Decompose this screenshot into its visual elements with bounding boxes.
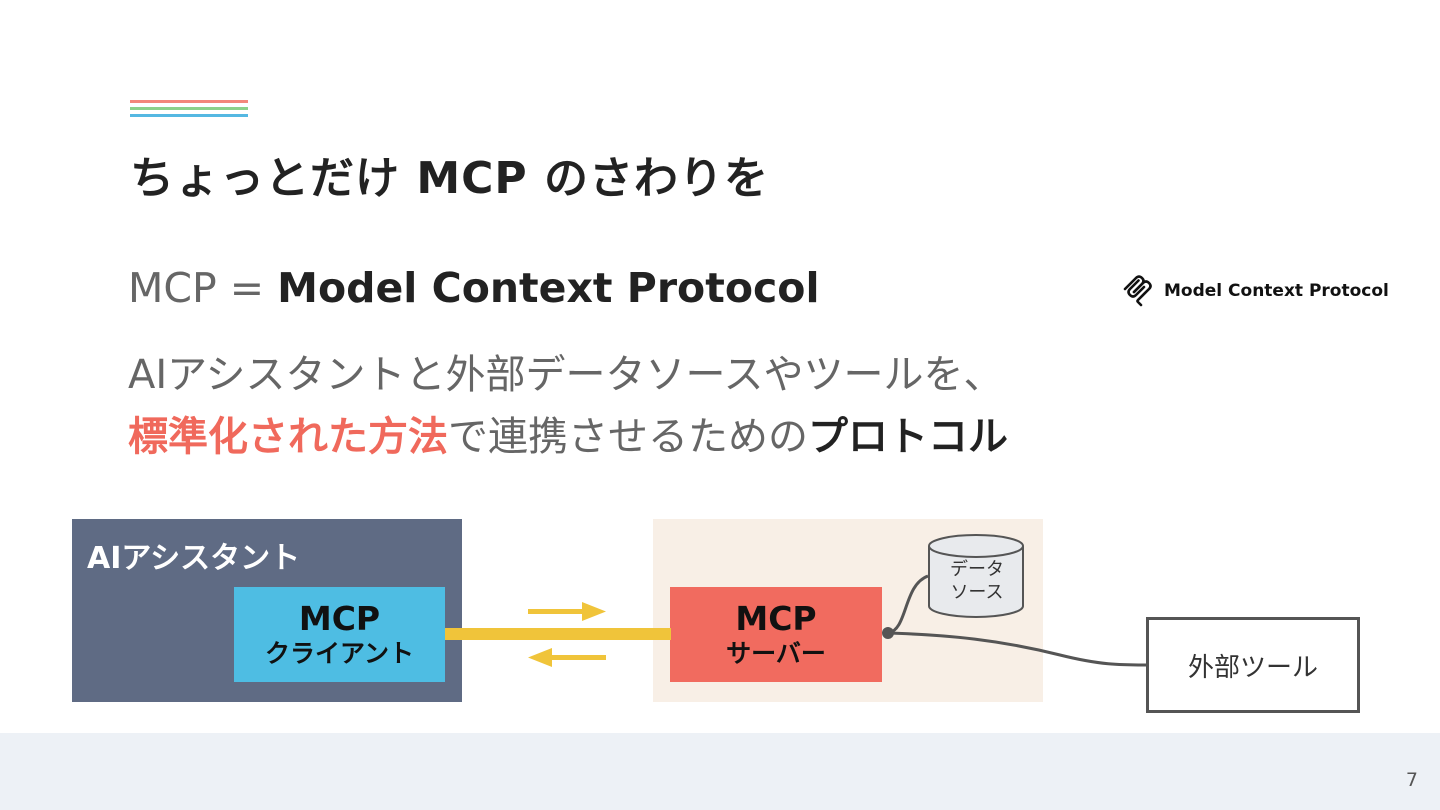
database-icon	[928, 534, 1024, 618]
ai-assistant-label: AIアシスタント	[87, 541, 301, 576]
server-subtitle: サーバー	[726, 638, 826, 668]
highlight-protocol: プロトコル	[808, 414, 1008, 460]
connector-node	[882, 627, 894, 639]
slide-title: ちょっとだけ MCP のさわりを	[130, 153, 769, 204]
server-title: MCP	[735, 598, 817, 638]
definition-name: Model Context Protocol	[277, 264, 820, 312]
definition-prefix: MCP =	[128, 264, 278, 312]
page-number: 7	[1405, 769, 1418, 791]
arrow-left	[528, 648, 606, 667]
client-subtitle: クライアント	[264, 638, 414, 668]
highlight-standardized: 標準化された方法	[128, 414, 448, 460]
connector-to-datasource	[887, 574, 929, 635]
decor-line-red	[130, 100, 248, 103]
description-middle: で連携させるための	[448, 414, 808, 460]
footer-bar: 7	[0, 733, 1440, 810]
ai-assistant-box: AIアシスタント MCP クライアント	[72, 519, 462, 702]
mcp-client-box: MCP クライアント	[234, 587, 445, 682]
data-source-label: データ ソース	[950, 559, 1004, 603]
mcp-definition: MCP = Model Context Protocol	[128, 264, 820, 312]
decor-line-blue	[130, 114, 248, 117]
connector-to-tool	[887, 631, 1147, 667]
decor-line-green	[130, 107, 248, 110]
client-title: MCP	[298, 598, 381, 638]
description-line-2: 標準化された方法で連携させるためのプロトコル	[128, 406, 1008, 468]
mcp-logo-icon	[1123, 275, 1152, 307]
connection-bar	[445, 628, 671, 640]
mcp-server-box: MCP サーバー	[670, 587, 882, 682]
mcp-logo: Model Context Protocol	[1122, 274, 1389, 308]
logo-text: Model Context Protocol	[1164, 281, 1389, 301]
external-tool-label: 外部ツール	[1187, 652, 1318, 683]
description-line-1: AIアシスタントと外部データソースやツールを、	[128, 352, 1004, 398]
external-tool-box: 外部ツール	[1146, 617, 1360, 713]
arrow-right	[528, 602, 606, 621]
description: AIアシスタントと外部データソースやツールを、 標準化された方法で連携させるため…	[128, 344, 1008, 468]
